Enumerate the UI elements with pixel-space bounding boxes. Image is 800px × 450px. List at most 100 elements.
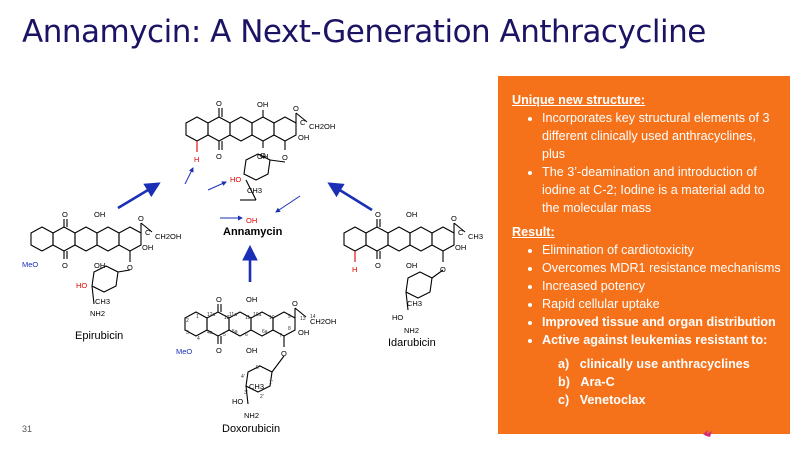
molecule-name-epirubicin: Epirubicin [75, 330, 123, 342]
atom-label: O [282, 153, 288, 162]
atom-label: OH [406, 210, 417, 219]
sub-list-item: c) Venetoclax [558, 393, 646, 407]
sub-list-item: a) clinically use anthracyclines [558, 357, 750, 371]
svg-text:1: 1 [196, 314, 199, 320]
callout-box: Unique new structure: Incorporates key s… [498, 76, 790, 434]
svg-text:5': 5' [256, 365, 260, 371]
callout-header-structure: Unique new structure: [512, 93, 645, 107]
atom-label: O [216, 346, 222, 355]
svg-text:7: 7 [279, 333, 282, 339]
svg-text:11a: 11a [229, 312, 237, 318]
epirubicin-structure [30, 219, 153, 305]
atom-label: OH [455, 243, 466, 252]
methoxy-label: MeO [176, 347, 192, 356]
atom-label: O [138, 214, 144, 223]
svg-text:5a: 5a [232, 329, 238, 335]
atom-label: O [62, 261, 68, 270]
list-item: Increased potency [542, 277, 782, 295]
atom-label: O [260, 151, 266, 160]
doxorubicin-labels: O OH O OH O CH2OH OH O CH3 HO NH2 MeO [176, 295, 336, 420]
svg-text:5: 5 [223, 332, 226, 338]
molecule-name-annamycin: Annamycin [223, 226, 283, 238]
structure-list: Incorporates key structural elements of … [512, 109, 782, 217]
svg-text:2: 2 [186, 318, 189, 324]
svg-text:1': 1' [269, 380, 273, 386]
atom-label: CH2OH [310, 317, 336, 326]
svg-text:10: 10 [269, 315, 275, 321]
list-item: Elimination of cardiotoxicity [542, 241, 782, 259]
atom-label: O [62, 210, 68, 219]
svg-text:9: 9 [288, 314, 291, 320]
doxorubicin-structure [184, 304, 307, 405]
atom-label: O [127, 263, 133, 272]
highlight-h: H [194, 155, 199, 164]
sub-list-item: b) Ara-C [558, 375, 615, 389]
callout-header-result: Result: [512, 225, 555, 239]
svg-text:11: 11 [245, 315, 250, 321]
reaction-arrows [117, 182, 373, 282]
resistance-sublist: a) clinically use anthracyclines b) Ara-… [512, 355, 782, 409]
list-item: Overcomes MDR1 resistance mechanisms [542, 259, 782, 277]
list-item: Rapid cellular uptake [542, 295, 782, 313]
highlight-oh: OH [246, 216, 257, 225]
svg-text:3: 3 [186, 330, 189, 336]
idarubicin-labels: O OH O OH O C CH3 OH O CH3 HO NH2 H [352, 210, 483, 335]
atom-label: O [216, 295, 222, 304]
svg-text:12: 12 [224, 315, 230, 321]
svg-text:4a: 4a [207, 330, 213, 336]
svg-text:12a: 12a [207, 312, 216, 318]
svg-text:6a: 6a [262, 329, 268, 335]
atom-label: OH [298, 133, 309, 142]
atom-label: OH [94, 261, 105, 270]
annamycin-labels: O OH O OH O C CH2OH OH O O CH3 H HO OH [194, 99, 335, 225]
highlight-h: H [352, 265, 357, 274]
atom-label: OH [257, 152, 268, 161]
atom-label: CH2OH [155, 232, 181, 241]
atom-label: CH3 [407, 299, 422, 308]
atom-label: NH2 [244, 411, 259, 420]
ring-numbers: 12a 12 11a 11 10a 10 9 8 7 6a 6 5a 5 4a … [186, 312, 316, 400]
molecule-name-idarubicin: Idarubicin [388, 337, 436, 349]
atom-label: O [375, 210, 381, 219]
svg-text:2': 2' [260, 394, 264, 400]
atom-label: OH [257, 100, 268, 109]
atom-label: OH [94, 210, 105, 219]
svg-text:10a: 10a [253, 312, 262, 318]
atom-label: O [375, 261, 381, 270]
brand-logo-icon [703, 430, 712, 437]
svg-text:8: 8 [288, 326, 291, 332]
svg-text:14: 14 [310, 314, 316, 320]
list-item: Active against leukemias resistant to: [542, 331, 782, 349]
svg-text:13: 13 [300, 316, 306, 322]
atom-label: O [293, 104, 299, 113]
atom-label: O [216, 99, 222, 108]
atom-label: C [458, 228, 464, 237]
atom-label: HO [392, 313, 403, 322]
highlight-ho: HO [76, 281, 87, 290]
atom-label: CH2OH [309, 122, 335, 131]
epirubicin-labels: O OH O OH O C CH2OH OH O CH3 NH2 MeO HO [22, 210, 181, 318]
atom-label: OH [142, 243, 153, 252]
atom-label: OH [246, 346, 257, 355]
atom-label: C [300, 118, 306, 127]
svg-text:4': 4' [241, 374, 245, 380]
atom-label: OH [406, 261, 417, 270]
molecule-name-doxorubicin: Doxorubicin [222, 423, 280, 435]
list-item: Improved tissue and organ distribution [542, 313, 782, 331]
atom-label: C [145, 228, 151, 237]
result-list: Elimination of cardiotoxicity Overcomes … [512, 241, 782, 349]
annamycin-structure [185, 108, 308, 201]
svg-text:3': 3' [244, 390, 248, 396]
atom-label: NH2 [90, 309, 105, 318]
idarubicin-structure [343, 219, 466, 311]
atom-label: OH [298, 328, 309, 337]
slide-title: Annamycin: A Next-Generation Anthracycli… [22, 14, 706, 50]
atom-label: O [292, 299, 298, 308]
atom-label: HO [232, 397, 243, 406]
pointer-arrows [184, 167, 301, 221]
atom-label: O [451, 214, 457, 223]
svg-text:4: 4 [197, 336, 200, 342]
svg-text:6: 6 [245, 332, 248, 338]
atom-label: O [281, 349, 287, 358]
